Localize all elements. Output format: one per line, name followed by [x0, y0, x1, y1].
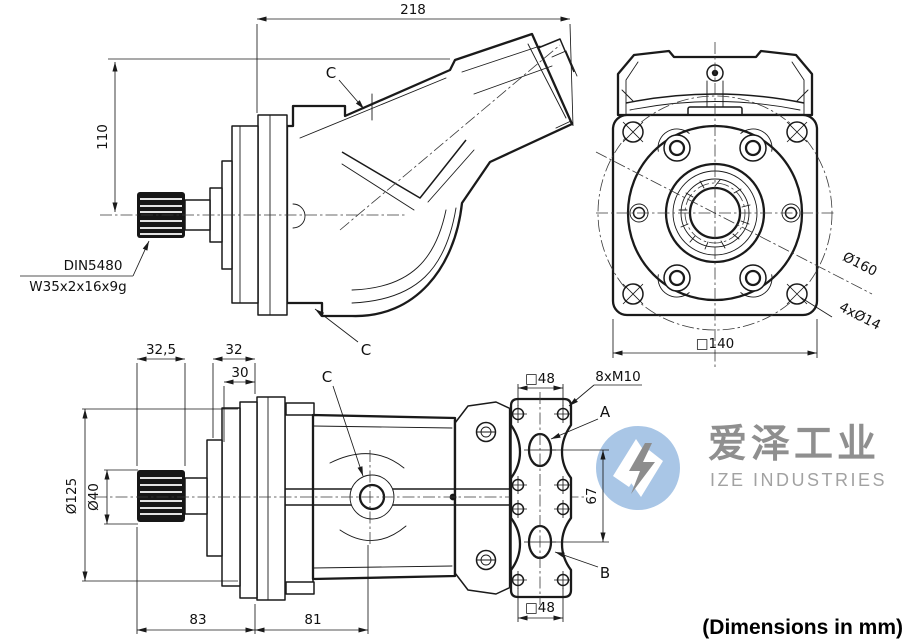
view-side-bent: 218 110 C C DIN5480 W35x2x16x9g — [20, 2, 578, 359]
dim-bolt-circle-label: Ø160 — [840, 249, 880, 280]
spline-shaft-bottom — [137, 470, 185, 522]
section-c-label: C — [322, 368, 332, 386]
corner-holes — [622, 121, 808, 305]
dim-overall-length: 218 — [256, 2, 574, 127]
dim-corner-holes-label: 4xØ14 — [836, 299, 883, 333]
dim-48-top-label: □48 — [525, 371, 555, 387]
dim-square48-top: □48 — [517, 371, 564, 406]
spline-spec-note: DIN5480 W35x2x16x9g — [20, 240, 150, 295]
section-c-bottom-label: C — [361, 341, 371, 359]
bent-housing-outline — [285, 32, 574, 318]
dim-83-label: 83 — [189, 612, 206, 628]
dim-center-height: 110 — [95, 58, 450, 212]
dim-140-label: □140 — [696, 336, 735, 352]
dim-square48-bottom: □48 — [517, 588, 564, 622]
dim-218-label: 218 — [400, 2, 426, 18]
dim-32-5-label: 32,5 — [146, 342, 176, 358]
section-c-top-label: C — [326, 64, 336, 82]
port-plate — [509, 397, 573, 599]
dim-32: 32 — [212, 342, 256, 438]
view-side-straight: 32,5 32 30 Ø125 Ø40 83 — [64, 342, 585, 634]
dim-48-bottom-label: □48 — [525, 600, 555, 616]
spline-standard-label: DIN5480 — [64, 258, 123, 274]
valve-end-step — [537, 38, 575, 73]
dim-shaft-diameter: Ø40 — [86, 469, 138, 525]
dim-port-spacing: 67 — [552, 449, 609, 543]
spline-teeth — [678, 179, 751, 250]
dim-pilot-diameter: Ø125 — [64, 408, 238, 582]
dim-83: 83 — [136, 527, 256, 634]
dim-110-label: 110 — [95, 124, 111, 150]
dim-flange-square: □140 — [612, 319, 818, 358]
port-b-label: B — [600, 564, 610, 582]
dim-81: 81 — [255, 545, 369, 634]
dim-125-label: Ø125 — [64, 478, 80, 514]
dim-67-label: 67 — [584, 487, 600, 504]
dim-30: 30 — [223, 365, 255, 442]
view-port-face: □48 8xM10 A B 67 □48 — [509, 369, 642, 622]
front-screw-holes — [629, 134, 801, 292]
dim-spline-length: 32,5 — [136, 342, 186, 466]
dim-30-label: 30 — [231, 365, 248, 381]
spline-shaft — [137, 192, 185, 238]
port-a-label: A — [600, 403, 611, 421]
port-bolt-holes — [509, 405, 572, 589]
dim-32-label: 32 — [225, 342, 242, 358]
dimensions-note: (Dimensions in mm) — [702, 616, 903, 639]
shaft-flange-stack — [137, 114, 306, 316]
ize-logo-icon — [596, 426, 680, 510]
watermark-company-en: IZE INDUSTRIES — [710, 470, 887, 490]
spline-spec-label: W35x2x16x9g — [29, 279, 126, 295]
thread-spec-label: 8xM10 — [595, 369, 640, 385]
watermark-company-cn: 爱泽工业 — [708, 422, 880, 467]
view-front: Ø160 4xØ14 □140 — [595, 42, 883, 370]
watermark: 爱泽工业 IZE INDUSTRIES — [596, 422, 887, 510]
dim-40-label: Ø40 — [86, 483, 102, 511]
dim-81-label: 81 — [304, 612, 321, 628]
